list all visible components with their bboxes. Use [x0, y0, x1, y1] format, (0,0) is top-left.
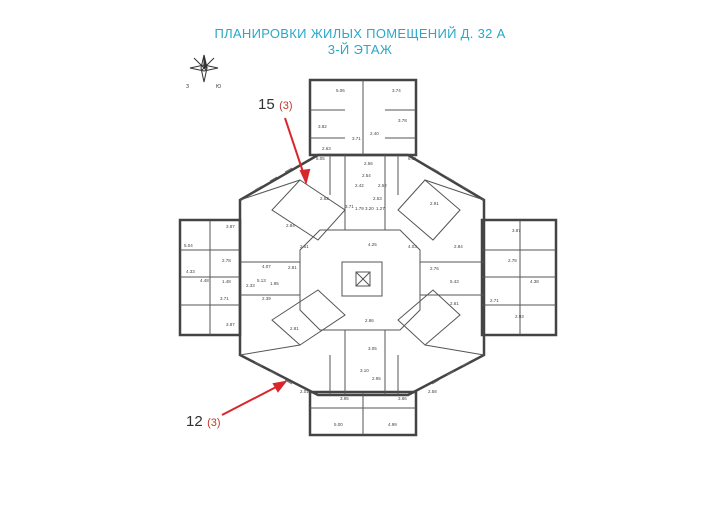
callout-number: 12: [186, 413, 203, 430]
plan-title: ПЛАНИРОВКИ ЖИЛЫХ ПОМЕЩЕНИЙ Д. 32 А: [214, 26, 506, 41]
room-labels: 5.06 3.74 3.82 2.40 3.78 2.63 3.71 2.56 …: [184, 88, 539, 427]
room-label: 3.82: [318, 124, 327, 129]
room-label: 2.54: [362, 173, 371, 178]
room-label: 2.84: [286, 223, 295, 228]
room-label: 4.99: [388, 422, 397, 427]
arrowhead-icon: [299, 168, 311, 186]
room-label: 5.05: [316, 156, 325, 161]
room-label: 3.71: [352, 136, 361, 141]
room-label: 2.56: [364, 161, 373, 166]
room-label: 3.87: [512, 228, 521, 233]
compass-letter-s: Ю: [216, 84, 221, 90]
room-label: 4.48: [200, 278, 209, 283]
callout-suffix: (3): [207, 417, 221, 429]
room-label: 1.48: [222, 279, 231, 284]
room-label: 2.78: [222, 258, 231, 263]
room-label: 3.10: [360, 368, 369, 373]
room-label: 2.84: [454, 244, 463, 249]
room-label: 1.95: [270, 281, 279, 286]
callout-apartment-15: 15 (3): [258, 96, 293, 114]
room-label: 3.95: [340, 396, 349, 401]
room-label: 1.27: [376, 206, 385, 211]
room-label: 3.87: [226, 322, 235, 327]
room-label: 2.61: [300, 244, 309, 249]
callout-arrows: [221, 117, 311, 416]
compass-rose-icon: З Ю: [186, 54, 221, 90]
callout-number: 15: [258, 96, 275, 113]
room-label: 2.76: [430, 266, 439, 271]
room-label: 2.81: [288, 265, 297, 270]
room-label: 5.13: [257, 278, 266, 283]
room-label: 3.71: [345, 204, 354, 209]
room-label: 3.05: [368, 346, 377, 351]
arrow-apartment-15: [284, 117, 306, 179]
room-label: 3.86: [398, 396, 407, 401]
room-label: 2.40: [370, 131, 379, 136]
outer-walls: [178, 78, 558, 437]
room-label: 5.04: [184, 243, 193, 248]
room-label: 5.06: [336, 88, 345, 93]
room-label: 3.87: [226, 224, 235, 229]
room-label: 2.58: [428, 389, 437, 394]
room-label: 2.71: [490, 298, 499, 303]
room-label: 5.43: [450, 279, 459, 284]
room-label: 6.11: [408, 156, 417, 161]
room-label: 3.20: [365, 206, 374, 211]
arrow-apartment-12: [221, 384, 281, 416]
room-label: 2.95: [372, 376, 381, 381]
room-label: 4.25: [368, 242, 377, 247]
room-label: 4.07: [262, 264, 271, 269]
floor-subtitle: 3-Й ЭТАЖ: [327, 42, 393, 57]
room-label: 2.42: [355, 183, 364, 188]
room-label: 3.71: [220, 296, 229, 301]
room-label: 2.91: [430, 201, 439, 206]
room-label: 2.53: [373, 196, 382, 201]
room-label: 4.03: [408, 244, 417, 249]
room-label: 2.62: [320, 196, 329, 201]
window-marks: [254, 167, 470, 385]
room-label: 4.38: [530, 279, 539, 284]
room-label: 2.33: [246, 283, 255, 288]
callout-apartment-12: 12 (3): [186, 413, 221, 431]
room-label: 2.86: [365, 318, 374, 323]
room-label: 2.78: [508, 258, 517, 263]
arrowhead-icon: [272, 380, 288, 393]
interior-walls: [180, 80, 556, 435]
room-label: 2.81: [290, 326, 299, 331]
room-label: 2.52: [378, 183, 387, 188]
room-label: 2.39: [262, 296, 271, 301]
room-label: 3.78: [398, 118, 407, 123]
room-label: 2.61: [450, 301, 459, 306]
callout-suffix: (3): [279, 100, 293, 112]
room-label: 2.93: [515, 314, 524, 319]
room-label: 4.33: [186, 269, 195, 274]
room-label: 1.79: [355, 206, 364, 211]
room-label: 3.74: [392, 88, 401, 93]
room-label: 5.00: [334, 422, 343, 427]
room-label: 2.01: [300, 389, 309, 394]
room-label: 2.63: [322, 146, 331, 151]
compass-letter-w: З: [186, 84, 189, 90]
